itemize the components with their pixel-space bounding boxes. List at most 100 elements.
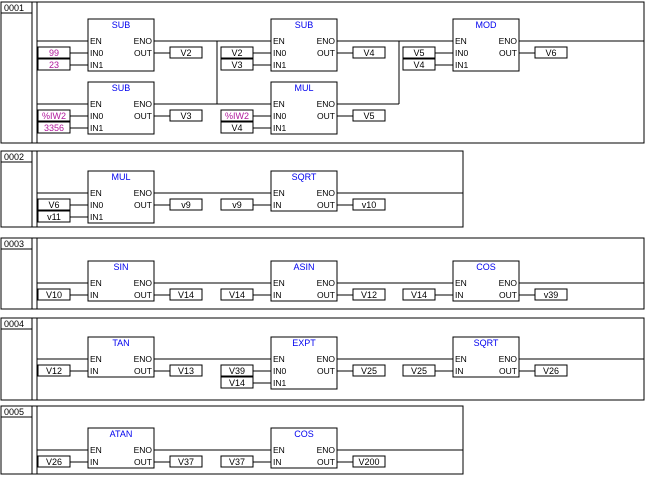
pin-in0-label: IN (90, 290, 99, 300)
input-operand[interactable]: V6 (48, 200, 59, 210)
input-operand[interactable]: 23 (49, 60, 59, 70)
pin-eno-label: ENO (317, 188, 336, 198)
output-operand[interactable]: v9 (181, 200, 191, 210)
function-block[interactable] (87, 336, 155, 378)
function-block[interactable] (87, 260, 155, 302)
pin-en-label: EN (273, 278, 285, 288)
pin-out-label: OUT (499, 48, 517, 58)
pin-in0-label: IN0 (90, 48, 104, 58)
input-operand[interactable]: 99 (49, 48, 59, 58)
output-operand[interactable]: V3 (180, 111, 191, 121)
input-operand[interactable]: V26 (46, 457, 62, 467)
function-block[interactable] (452, 336, 520, 378)
network-number: 0003 (4, 239, 24, 249)
output-operand[interactable]: V37 (178, 457, 194, 467)
pin-in0-label: IN (273, 200, 282, 210)
input-operand[interactable]: V14 (229, 290, 245, 300)
pin-in0-label: IN (273, 457, 282, 467)
pin-en-label: EN (90, 99, 102, 109)
pin-out-label: OUT (317, 200, 335, 210)
network-number: 0001 (4, 3, 24, 13)
pin-eno-label: ENO (317, 445, 336, 455)
pin-in0-label: IN0 (90, 200, 104, 210)
pin-in0-label: IN (455, 366, 464, 376)
function-block[interactable] (270, 18, 338, 72)
block-name: SQRT (474, 338, 499, 348)
output-operand[interactable]: V6 (545, 48, 556, 58)
output-operand[interactable]: V13 (178, 366, 194, 376)
block-name: COS (476, 262, 496, 272)
function-block[interactable] (87, 170, 155, 224)
input-operand[interactable]: %IW2 (42, 111, 66, 121)
input-operand[interactable]: V39 (229, 366, 245, 376)
input-operand[interactable]: V12 (46, 366, 62, 376)
input-operand[interactable]: V4 (231, 123, 242, 133)
pin-eno-label: ENO (134, 99, 153, 109)
pin-in0-label: IN0 (90, 111, 104, 121)
pin-in0-label: IN0 (455, 48, 469, 58)
output-operand[interactable]: v10 (362, 200, 377, 210)
input-operand[interactable]: v11 (47, 212, 61, 222)
input-operand[interactable]: V14 (229, 378, 245, 388)
input-operand[interactable]: V37 (229, 457, 245, 467)
network-number: 0004 (4, 319, 24, 329)
network-number: 0005 (4, 407, 24, 417)
output-operand[interactable]: V12 (361, 290, 377, 300)
function-block[interactable] (270, 260, 338, 302)
output-operand[interactable]: V25 (361, 366, 377, 376)
block-name: SUB (112, 20, 131, 30)
function-block[interactable] (87, 81, 155, 135)
block-name: SUB (295, 20, 314, 30)
pin-en-label: EN (90, 445, 102, 455)
pin-in1-label: IN1 (90, 123, 104, 133)
block-name: SUB (112, 83, 131, 93)
output-operand[interactable]: V5 (363, 111, 374, 121)
function-block[interactable] (270, 427, 338, 469)
pin-out-label: OUT (317, 457, 335, 467)
pin-en-label: EN (273, 188, 285, 198)
function-block[interactable] (270, 81, 338, 135)
output-operand[interactable]: V200 (358, 457, 379, 467)
output-operand[interactable]: V4 (363, 48, 374, 58)
pin-out-label: OUT (317, 366, 335, 376)
output-operand[interactable]: V14 (178, 290, 194, 300)
output-operand[interactable]: v39 (544, 290, 559, 300)
output-operand[interactable]: V2 (180, 48, 191, 58)
function-block[interactable] (87, 18, 155, 72)
input-operand[interactable]: V14 (411, 290, 427, 300)
block-name: SIN (113, 262, 128, 272)
input-operand[interactable]: V2 (231, 48, 242, 58)
input-operand[interactable]: V4 (413, 60, 424, 70)
function-block[interactable] (452, 18, 520, 72)
pin-in0-label: IN0 (273, 111, 287, 121)
input-operand[interactable]: V25 (411, 366, 427, 376)
input-operand[interactable]: v9 (232, 200, 242, 210)
block-name: ATAN (110, 429, 133, 439)
block-name: SQRT (292, 172, 317, 182)
pin-out-label: OUT (317, 48, 335, 58)
input-operand[interactable]: 3356 (44, 123, 64, 133)
output-operand[interactable]: V26 (543, 366, 559, 376)
function-block[interactable] (270, 170, 338, 212)
function-block[interactable] (87, 427, 155, 469)
pin-in0-label: IN (90, 366, 99, 376)
function-block[interactable] (452, 260, 520, 302)
function-block[interactable] (270, 336, 338, 390)
network-number: 0002 (4, 152, 24, 162)
pin-eno-label: ENO (317, 354, 336, 364)
pin-en-label: EN (455, 36, 467, 46)
input-operand[interactable]: %IW2 (225, 111, 249, 121)
pin-out-label: OUT (134, 48, 152, 58)
pin-en-label: EN (455, 354, 467, 364)
input-operand[interactable]: V10 (46, 290, 62, 300)
block-name: ASIN (293, 262, 314, 272)
pin-eno-label: ENO (317, 99, 336, 109)
input-operand[interactable]: V5 (413, 48, 424, 58)
pin-in0-label: IN0 (273, 366, 287, 376)
block-name: MUL (294, 83, 313, 93)
pin-en-label: EN (90, 36, 102, 46)
pin-eno-label: ENO (499, 36, 518, 46)
pin-out-label: OUT (499, 366, 517, 376)
network-frame[interactable] (0, 150, 464, 228)
input-operand[interactable]: V3 (231, 60, 242, 70)
